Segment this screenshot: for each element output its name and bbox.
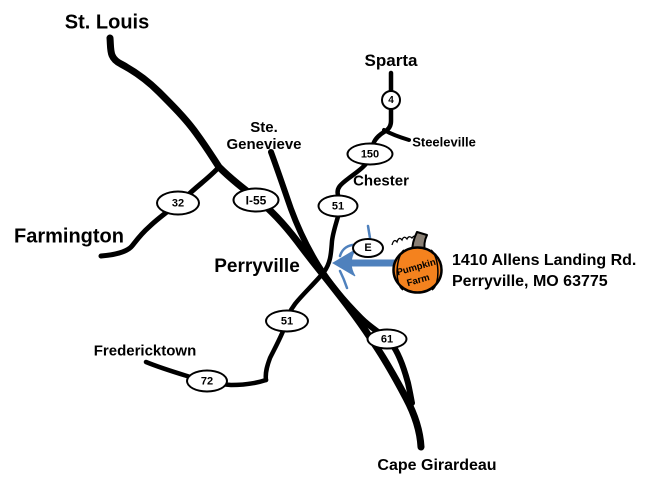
road-route32 [98, 164, 222, 259]
ste-genevieve-line2: Genevieve [226, 136, 302, 153]
route-marker-72: 72 [186, 369, 228, 393]
route-marker-i55: I-55 [232, 187, 280, 213]
road-ste-genevieve-61 [268, 149, 415, 406]
destination-address: 1410 Allens Landing Rd. Perryville, MO 6… [452, 250, 636, 292]
route-marker-e: E [352, 238, 384, 258]
pumpkin-body [392, 246, 443, 294]
pumpkin-ridge-right [430, 249, 439, 291]
city-label-chester: Chester [353, 172, 409, 190]
city-label-steeleville: Steeleville [412, 134, 476, 150]
route-marker-150: 150 [346, 142, 394, 166]
destination-address-line2: Perryville, MO 63775 [452, 273, 608, 290]
pumpkin-farm-logo: Pumpkin Farm [391, 231, 443, 294]
city-label-sparta: Sparta [364, 51, 418, 71]
route-marker-51-southwest: 51 [265, 309, 309, 333]
pumpkin-ridge-left [396, 249, 405, 291]
route-marker-32: 32 [156, 190, 200, 216]
ste-genevieve-line1: Ste. [250, 118, 278, 136]
road-steeleville-branch [382, 128, 411, 142]
city-label-farmington: Farmington [14, 225, 124, 248]
city-label-fredericktown: Fredericktown [93, 342, 197, 360]
city-label-st-louis: St. Louis [64, 11, 150, 34]
city-label-perryville: Perryville [214, 256, 300, 278]
city-label-ste-genevieve: Ste. Genevieve [226, 119, 301, 154]
destination-address-line1: 1410 Allens Landing Rd. [452, 252, 637, 269]
route-marker-51-north: 51 [317, 194, 359, 218]
route-marker-4: 4 [381, 90, 401, 110]
route-e-tick [366, 224, 372, 240]
city-label-cape-girardeau: Cape Girardeau [377, 456, 497, 474]
route-marker-61: 61 [366, 328, 408, 350]
